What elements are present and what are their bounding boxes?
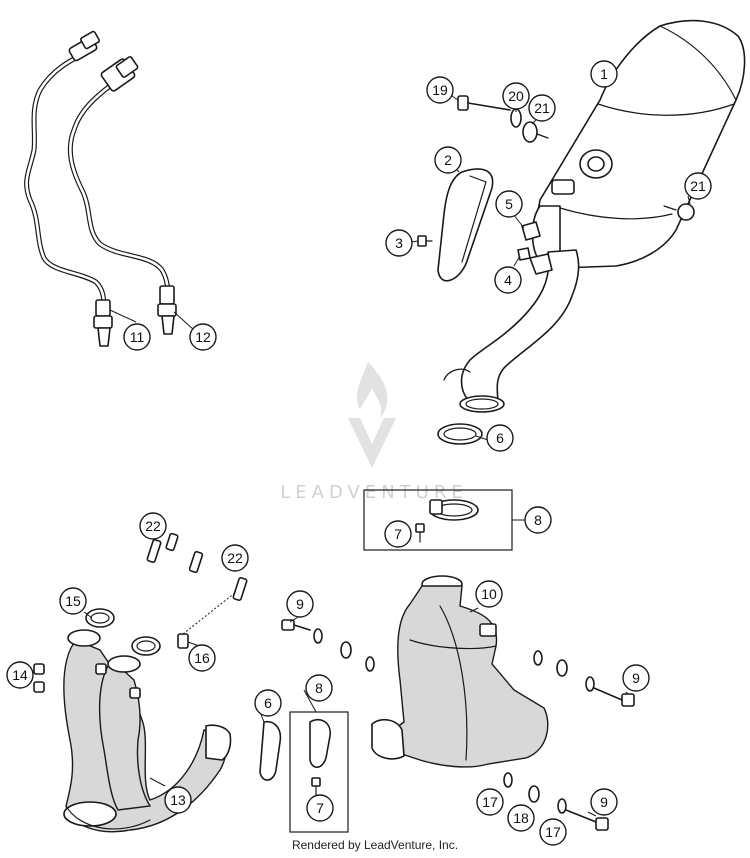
svg-text:9: 9 [632, 670, 640, 686]
callout-4: 4 [494, 266, 522, 294]
callout-12: 12 [189, 323, 217, 351]
svg-text:7: 7 [394, 526, 402, 542]
svg-text:21: 21 [690, 178, 706, 194]
gasket-15 [85, 608, 161, 656]
nut-4 [517, 247, 531, 261]
callout-7a: 7 [384, 520, 412, 548]
callout-22b: 22 [221, 544, 249, 572]
clamp-8a [429, 499, 479, 521]
callout-2: 2 [434, 146, 462, 174]
damper-21b [663, 203, 695, 221]
callout-8b: 8 [305, 674, 333, 702]
svg-text:19: 19 [432, 82, 448, 98]
svg-text:22: 22 [227, 550, 243, 566]
svg-text:12: 12 [195, 329, 211, 345]
header-pipe-13 [63, 629, 232, 833]
callout-17b: 17 [539, 818, 567, 846]
nut-14 [33, 663, 141, 699]
heat-shield-2 [437, 168, 494, 282]
callout-7b: 7 [306, 794, 334, 822]
callout-18: 18 [507, 804, 535, 832]
damper-21a [522, 121, 549, 143]
svg-text:4: 4 [504, 272, 512, 288]
svg-text:1: 1 [600, 66, 608, 82]
svg-text:16: 16 [194, 650, 210, 666]
callout-1: 1 [590, 60, 618, 88]
svg-text:9: 9 [600, 794, 608, 810]
clamp-8b-box [289, 711, 349, 833]
svg-text:5: 5 [505, 196, 513, 212]
callout-21b: 21 [684, 172, 712, 200]
svg-text:9: 9 [296, 596, 304, 612]
gasket-6a [437, 423, 483, 445]
svg-text:13: 13 [170, 792, 186, 808]
gasket-6b [259, 720, 282, 781]
callout-22a: 22 [139, 512, 167, 540]
oxygen-sensor-11 [24, 30, 113, 347]
pre-silencer-10 [371, 575, 549, 768]
bolt-7a [415, 523, 425, 543]
callout-6a: 6 [486, 424, 514, 452]
svg-text:17: 17 [482, 794, 498, 810]
callout-17a: 17 [476, 788, 504, 816]
svg-text:22: 22 [145, 518, 161, 534]
callout-9b: 9 [622, 664, 650, 692]
callout-11: 11 [123, 323, 151, 351]
bolt-19 [457, 95, 511, 111]
callout-8a: 8 [524, 506, 552, 534]
callout-21a: 21 [528, 94, 556, 122]
callout-3: 3 [385, 229, 413, 257]
callout-20: 20 [502, 82, 530, 110]
svg-text:8: 8 [534, 512, 542, 528]
studs-22 [146, 532, 248, 601]
svg-text:11: 11 [130, 329, 145, 345]
svg-text:10: 10 [481, 586, 497, 602]
callout-9c: 9 [590, 788, 618, 816]
watermark-text: LEADVENTURE [280, 482, 467, 503]
svg-text:7: 7 [316, 800, 324, 816]
screw-3 [417, 235, 433, 247]
watermark: LEADVENTURE [280, 362, 467, 503]
svg-text:20: 20 [508, 88, 524, 104]
callout-14: 14 [6, 661, 34, 689]
svg-text:17: 17 [545, 824, 561, 840]
svg-text:14: 14 [12, 667, 28, 683]
callout-13: 13 [164, 786, 192, 814]
svg-text:6: 6 [496, 430, 504, 446]
stud-16 [177, 591, 237, 649]
silencer-1 [531, 19, 746, 269]
callout-16: 16 [188, 644, 216, 672]
callout-19: 19 [426, 76, 454, 104]
clip-5 [521, 221, 541, 241]
svg-text:6: 6 [264, 695, 272, 711]
callout-9a: 9 [286, 590, 314, 618]
link-pipe [443, 249, 580, 413]
svg-text:8: 8 [315, 680, 323, 696]
svg-text:18: 18 [513, 810, 529, 826]
clamp-8b [309, 718, 331, 797]
svg-text:2: 2 [444, 152, 452, 168]
oxygen-sensor-12 [67, 56, 177, 335]
svg-text:21: 21 [534, 100, 550, 116]
callout-10: 10 [475, 580, 503, 608]
leader-lines [25, 69, 691, 817]
callout-6b: 6 [254, 689, 282, 717]
bolt-9c-stack [503, 772, 609, 831]
bolt-9a-stack [281, 619, 375, 672]
bolt-9b-stack [533, 650, 635, 707]
svg-text:3: 3 [395, 235, 403, 251]
render-credit: Rendered by LeadVenture, Inc. [291, 838, 459, 852]
svg-text:15: 15 [65, 593, 81, 609]
callout-15: 15 [59, 587, 87, 615]
callout-5: 5 [495, 190, 523, 218]
